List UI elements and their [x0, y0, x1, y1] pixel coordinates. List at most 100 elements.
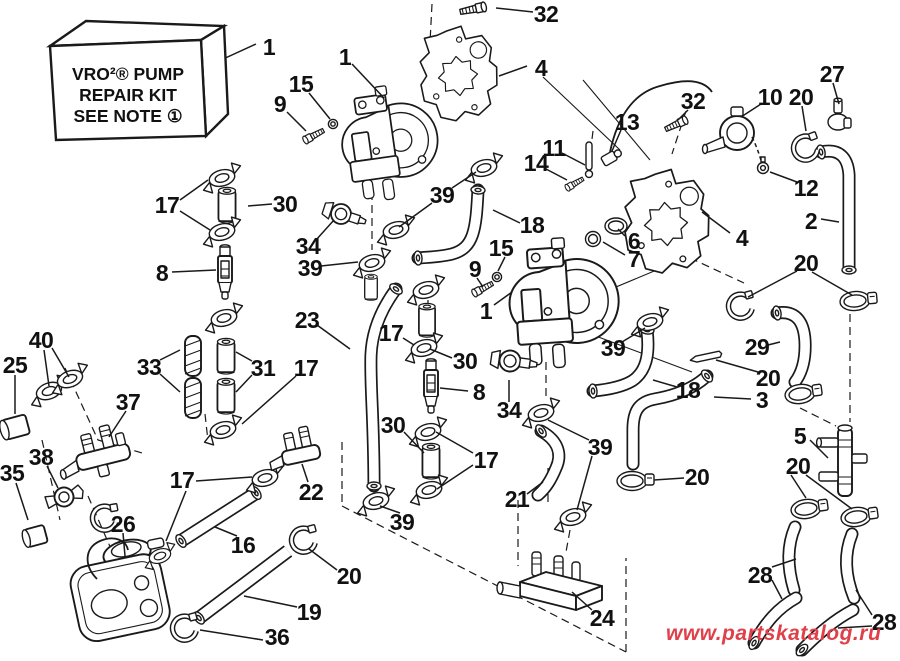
- callout-20: 20: [337, 563, 362, 589]
- sleeve: [364, 273, 378, 302]
- gasket-6: [604, 217, 628, 235]
- fitting-37: [59, 424, 132, 480]
- screw-32b: [663, 114, 690, 135]
- callout-5: 5: [794, 423, 807, 449]
- callout-17: 17: [155, 192, 180, 218]
- clamp-39: [548, 499, 598, 535]
- callout-36: 36: [265, 624, 290, 650]
- fitting-5: [815, 424, 868, 497]
- callout-29: 29: [745, 334, 770, 360]
- pin-11: [584, 141, 594, 179]
- valve-38: [44, 484, 84, 509]
- screw-32a: [458, 0, 488, 18]
- callout-20: 20: [789, 84, 814, 110]
- callout-25: 25: [3, 352, 28, 378]
- callout-20: 20: [685, 464, 710, 490]
- parts: [0, 0, 880, 645]
- callout-32: 32: [681, 88, 706, 114]
- callout-30: 30: [381, 412, 406, 438]
- hoses: [173, 143, 861, 659]
- callout-16: 16: [231, 532, 256, 558]
- callout-17: 17: [474, 447, 499, 473]
- callout-37: 37: [116, 389, 141, 415]
- callout-3: 3: [756, 387, 768, 413]
- oil-pump-10: [701, 106, 763, 165]
- worm-clamp-20: [839, 503, 880, 530]
- c-clip-36: [170, 613, 202, 643]
- callout-38: 38: [29, 444, 54, 470]
- sleeve: [418, 302, 436, 339]
- callout-17: 17: [170, 467, 195, 493]
- filter-8: [423, 357, 439, 414]
- callout-18: 18: [520, 212, 545, 238]
- kit-box: VRO²® PUMP REPAIR KIT SEE NOTE ①: [45, 19, 230, 142]
- callout-15: 15: [289, 71, 314, 97]
- callout-27: 27: [820, 61, 845, 87]
- mounting-plate-4a: [414, 22, 503, 125]
- sleeve-31: [216, 337, 236, 376]
- callout-30: 30: [273, 191, 298, 217]
- sleeve-30: [421, 442, 441, 481]
- callout-11: 11: [542, 135, 566, 161]
- callout-6: 6: [628, 228, 640, 254]
- callout-39: 39: [588, 434, 613, 460]
- o-ring-7: [584, 230, 602, 248]
- callout-13: 13: [615, 109, 640, 135]
- screw-9b: [470, 279, 496, 299]
- kit-box-line2: REPAIR KIT: [79, 85, 177, 105]
- clamp-40: [45, 359, 95, 399]
- screw-14: [563, 174, 586, 193]
- callout-9: 9: [274, 91, 286, 117]
- filter-8: [217, 243, 233, 300]
- callout-39: 39: [430, 182, 455, 208]
- kit-box-line3: SEE NOTE ①: [73, 106, 182, 126]
- callout-28: 28: [872, 609, 897, 635]
- callout-33: 33: [137, 354, 162, 380]
- callout-39: 39: [601, 335, 626, 361]
- worm-clamp-20: [616, 470, 655, 492]
- fitting-27: [827, 97, 852, 131]
- callout-10: 10: [758, 84, 783, 110]
- callout-4: 4: [736, 225, 749, 251]
- sleeve-31: [216, 377, 236, 416]
- callout-20: 20: [756, 365, 781, 391]
- rod-20: [689, 350, 723, 363]
- callout-1: 1: [263, 34, 276, 60]
- callout-19: 19: [297, 599, 322, 625]
- worm-clamp-20: [789, 495, 830, 522]
- callout-22: 22: [299, 479, 324, 505]
- callout-32: 32: [534, 1, 559, 27]
- clamp: [199, 300, 249, 336]
- callout-7: 7: [628, 246, 640, 272]
- callout-21: 21: [505, 486, 530, 512]
- sleeve-25: [0, 413, 31, 441]
- manifold-24: [496, 551, 603, 611]
- callout-40: 40: [29, 327, 54, 353]
- callout-18: 18: [676, 377, 701, 403]
- roll-33: [184, 377, 202, 419]
- callout-1: 1: [480, 298, 493, 324]
- callout-34: 34: [497, 397, 522, 423]
- fitting-22: [269, 425, 322, 472]
- callout-39: 39: [298, 255, 323, 281]
- callout-26: 26: [111, 511, 136, 537]
- callout-8: 8: [473, 379, 486, 405]
- nut-15a: [327, 118, 339, 130]
- c-clip-20: [289, 525, 321, 555]
- callout-15: 15: [489, 235, 514, 261]
- callout-24: 24: [590, 605, 615, 631]
- ring-terminal-12: [756, 156, 770, 175]
- worm-clamp-20: [838, 288, 879, 313]
- callout-9: 9: [469, 256, 481, 282]
- callout-17: 17: [294, 355, 319, 381]
- clamp-39: [459, 150, 509, 186]
- watermark: www.partskatalog.ru: [666, 622, 881, 645]
- callout-31: 31: [251, 355, 276, 381]
- callout-20: 20: [794, 250, 819, 276]
- callout-4: 4: [535, 55, 548, 81]
- callout-17: 17: [379, 320, 404, 346]
- callout-20: 20: [786, 453, 811, 479]
- callout-23: 23: [295, 307, 320, 333]
